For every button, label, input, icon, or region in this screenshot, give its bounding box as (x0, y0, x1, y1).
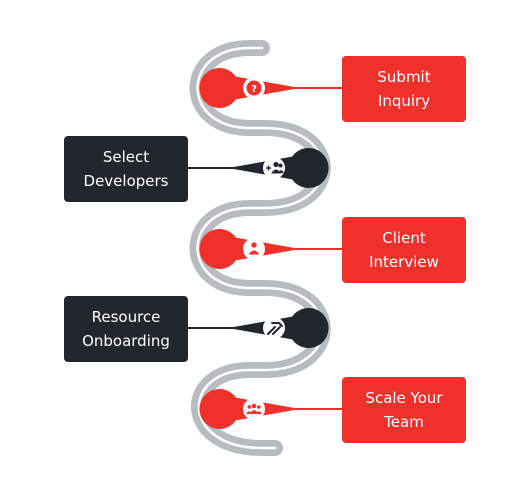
road-center-line (196, 46, 324, 450)
step-label-line: Interview (369, 253, 439, 271)
user-interview-icon (248, 242, 260, 255)
add-people-icon (266, 161, 284, 174)
step-label-line: Onboarding (82, 332, 170, 350)
step-card-client-interview: Client Interview (342, 217, 466, 283)
step-label-line: Select (102, 148, 150, 166)
marker-pin-2 (228, 148, 329, 189)
step-label-line: Developers (83, 172, 169, 190)
step-card-select-developers: Select Developers (64, 136, 188, 202)
handshake-icon (267, 322, 283, 335)
step-card-resource-onboarding: Resource Onboarding (64, 296, 188, 362)
marker-pin-1 (199, 68, 300, 108)
step-label-line: Submit (377, 68, 431, 86)
question-icon: ? (251, 84, 257, 95)
step-label-line: Resource (91, 308, 161, 326)
step-label-line: Team (384, 413, 424, 431)
marker-pin-3 (199, 229, 300, 269)
step-card-scale-your-team: Scale Your Team (342, 377, 466, 443)
step-card-submit-inquiry: Submit Inquiry (342, 56, 466, 122)
step-label-line: Inquiry (377, 92, 431, 110)
marker-pin-5 (199, 389, 300, 429)
team-icon (246, 403, 262, 414)
step-label-line: Scale Your (365, 389, 443, 407)
step-label-line: Client (382, 229, 426, 247)
svg-text:?: ? (251, 84, 257, 95)
